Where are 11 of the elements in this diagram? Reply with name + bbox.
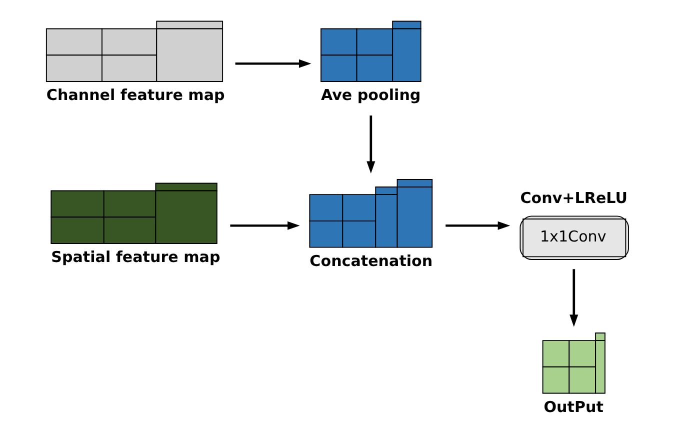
node-label: Spatial feature map [50, 248, 220, 266]
node-label: Ave pooling [320, 86, 420, 104]
arrow [230, 221, 300, 230]
node-label: Conv+LReLU [520, 188, 627, 207]
arrow [366, 116, 375, 174]
arrow [234, 59, 311, 68]
node-label: Channel feature map [46, 86, 224, 104]
arrow [445, 221, 510, 230]
node-label: OutPut [543, 398, 603, 416]
arrow [569, 269, 578, 327]
node-label: Concatenation [309, 252, 432, 270]
